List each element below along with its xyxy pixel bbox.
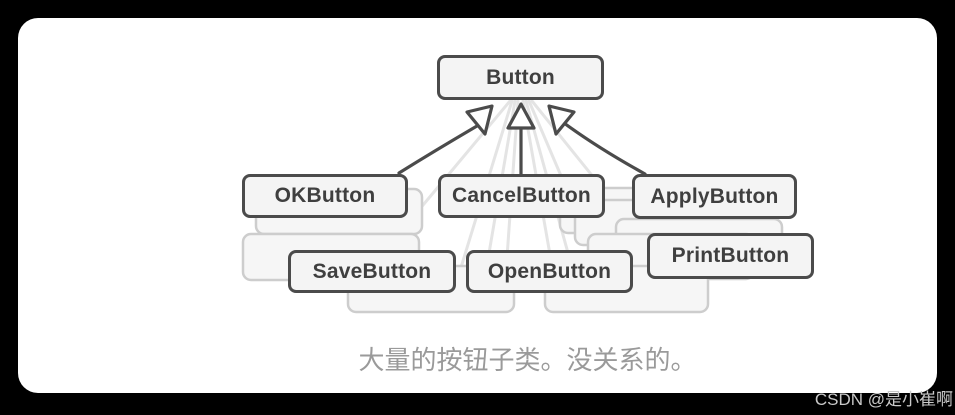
watermark-text: CSDN @是小崔啊 [814, 390, 953, 409]
class-node-applybutton: ApplyButton [632, 174, 797, 219]
caption-text: 大量的按钮子类。没关系的。 [358, 345, 697, 375]
class-node-button: Button [437, 55, 604, 100]
class-node-label: OpenButton [487, 259, 612, 283]
class-node-label: Button [486, 65, 555, 89]
class-node-okbutton: OKButton [242, 174, 408, 218]
class-node-savebutton: SaveButton [288, 250, 456, 293]
class-node-label: CancelButton [452, 184, 591, 207]
class-node-printbutton: PrintButton [647, 233, 814, 279]
class-node-label: ApplyButton [650, 184, 779, 208]
class-node-openbutton: OpenButton [466, 250, 633, 293]
class-node-cancelbutton: CancelButton [438, 174, 605, 218]
class-node-label: SaveButton [312, 259, 432, 283]
class-node-label: OKButton [274, 184, 376, 207]
class-node-label: PrintButton [671, 244, 790, 267]
